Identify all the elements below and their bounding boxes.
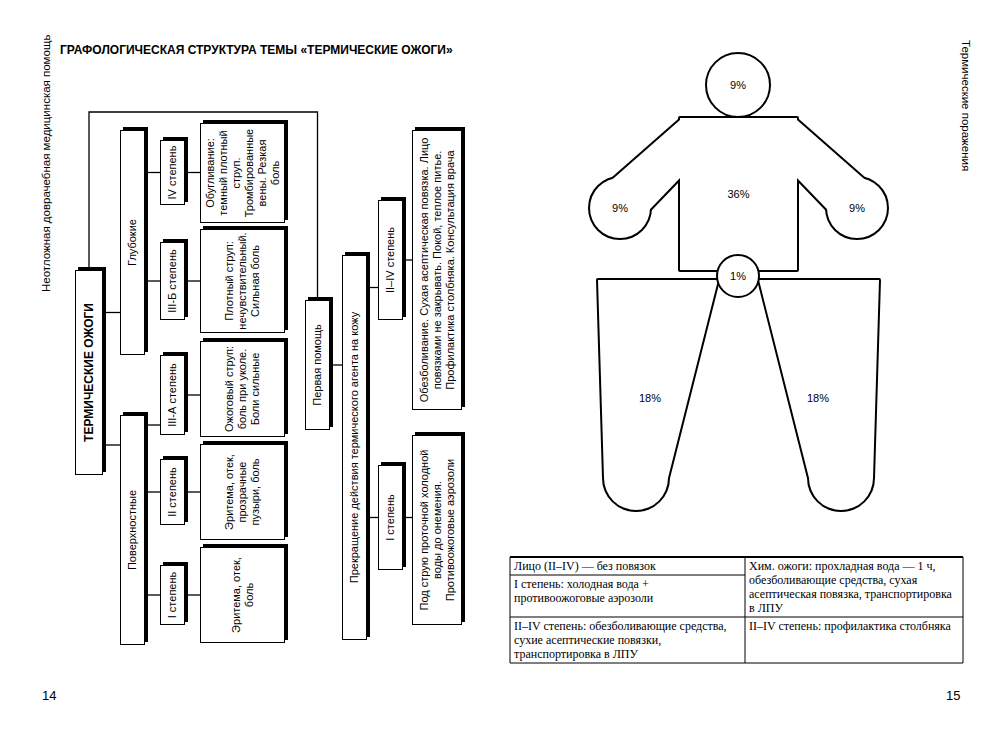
node-text: ТЕРМИЧЕСКИЕ ОЖОГИ [83,303,96,442]
node-text: IV степень [166,146,179,200]
degree-box: II–IV степень [378,200,403,320]
description-box: Ожоговый струп: боль при уколе. Боли сил… [200,341,285,437]
page-number: 15 [946,688,960,703]
description-box: Эритема, отек, прозрачные пузыри, боль [200,444,285,540]
connector-line [103,312,120,313]
table-rule [510,556,963,558]
connector-line [145,594,160,595]
leg-area: 18% [798,388,838,408]
description-box: Плотный струп: нечувствительный. Сильная… [200,229,285,333]
connector-line [145,424,160,425]
description-box: Обезболивание. Сухая асептическая повязк… [412,130,462,410]
node-text: Обезболивание. Сухая асептическая повязк… [418,134,457,406]
connector-line [330,364,342,365]
degree-box: III-Б степень [160,242,185,320]
degree-box: I степень [160,565,185,625]
connector-line [145,172,160,173]
torso-area: 36% [680,118,797,270]
table-rule [510,663,963,664]
node-text: Плотный струп: нечувствительный. Сильная… [223,232,262,329]
table-cell: II–IV степень: обезболивающие средства, … [510,617,745,663]
table-rule [510,617,963,618]
node-text: II степень [166,467,179,517]
table-cell: I степень: холодная вода + противоожогов… [510,575,745,607]
node-text: I степень [384,494,397,541]
connector-line [367,287,378,288]
arm-area: 9% [837,198,877,218]
table-rule [963,557,964,663]
page-title: ГРАФОЛОГИЧЕСКАЯ СТРУКТУРА ТЕМЫ «ТЕРМИЧЕС… [60,43,453,57]
connector-line [367,517,378,518]
connector-line [185,280,200,281]
node-text: Поверхностные [126,490,139,570]
degree-box: III-А степень [160,355,185,435]
degree-box: IV степень [160,140,185,205]
node-text: Первая помощь [311,324,324,406]
connector-line [185,491,200,492]
table-rule [510,575,745,576]
connector-line [103,444,120,445]
category-box: Глубокие [120,130,145,355]
body-outline [590,118,887,510]
node-text: 18% [807,392,829,404]
category-box: Поверхностные [120,415,145,645]
running-head: Неотложная доврачебная медицинская помощ… [40,35,52,292]
node-text: III-А степень [166,363,179,427]
description-box: Под струю проточной холодной воды до оне… [412,435,462,625]
degree-box: I степень [378,465,403,570]
arm-area: 9% [600,198,640,218]
node-text: 18% [639,392,661,404]
node-text: 36% [727,188,749,200]
node-text: Прекращение действия термического агента… [348,312,361,583]
table-cell: Хим. ожоги: прохладная вода — 1 ч, обезб… [745,557,963,617]
first-aid-box: Первая помощь [305,300,330,430]
degree-box: II степень [160,459,185,525]
node-text: Глубокие [126,219,139,266]
connector-line [145,491,160,492]
node-text: Обугливание: темный плотный струп. Тромб… [204,127,282,219]
node-text: Ожоговый струп: боль при уколе. Боли сил… [223,345,262,433]
leg-area: 18% [630,388,670,408]
tree-diagram: ТЕРМИЧЕСКИЕ ОЖОГИ ГлубокиеПоверхностные IV… [60,95,470,655]
node-text: Эритема, отек, прозрачные пузыри, боль [223,448,262,536]
node-text: Эритема, отек, боль [230,551,256,639]
node-text: 1% [730,270,746,282]
body-fill [590,118,887,510]
node-text: 9% [612,202,628,214]
node-text: Под струю проточной холодной воды до оне… [418,439,457,621]
node-text: III-Б степень [166,249,179,313]
connector-line [403,259,412,260]
root-box: ТЕРМИЧЕСКИЕ ОЖОГИ [75,270,103,475]
table-rule [510,557,511,663]
table-cell: II–IV степень: профилактика столбняка [745,617,963,635]
page-number: 14 [42,688,56,703]
description-box: Эритема, отек, боль [200,547,285,643]
connector-line [185,394,200,395]
action-box: Прекращение действия термического агента… [342,255,367,640]
table-rule [745,557,746,663]
description-box: Обугливание: темный плотный струп. Тромб… [200,123,285,223]
table-cell: Лицо (II–IV) — без повязок [510,557,745,575]
node-text: 9% [849,202,865,214]
connector-line [185,172,200,173]
connector-line [145,280,160,281]
connector-line [403,517,412,518]
node-text: I степень [166,572,179,619]
head-area: 9% [705,52,771,118]
node-text: II–IV степень [384,227,397,293]
running-head: Термические поражения [960,40,972,171]
connector-line [185,594,200,595]
node-text: 9% [730,79,746,91]
groin-area: 1% [716,254,760,298]
